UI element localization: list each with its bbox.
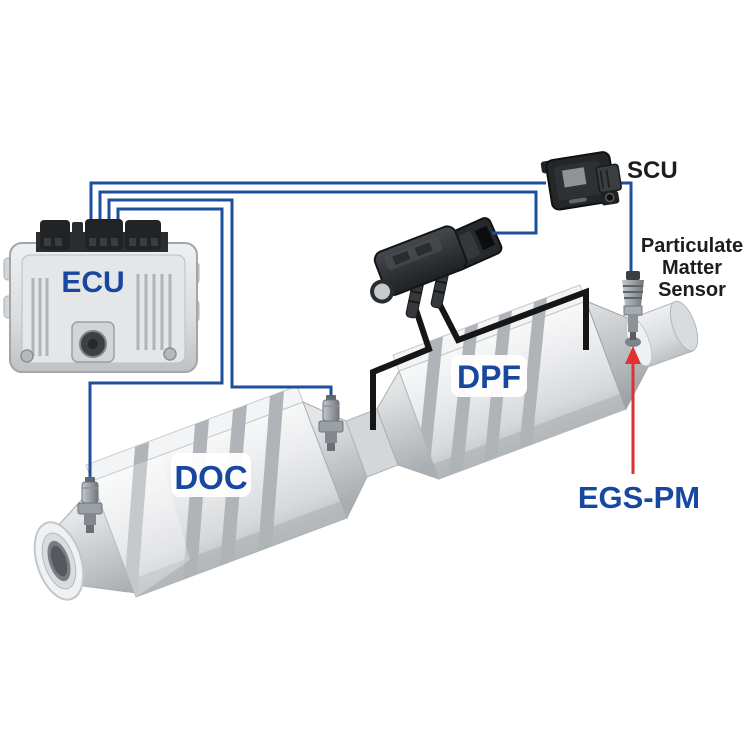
dpf-rib: [519, 297, 547, 450]
doc-rib: [123, 442, 149, 597]
temp-sensor-2: [318, 395, 344, 451]
pressure-sensor-mount-hole: [370, 279, 395, 304]
pressure-sensor: [370, 217, 503, 319]
ecu-label: ECU: [61, 266, 124, 299]
pressure-hose-downstream: [436, 287, 589, 350]
doc-bottom-shade: [130, 501, 347, 597]
ecu-connectors: [36, 219, 168, 252]
ecu-module: ECU: [3, 219, 200, 373]
inlet-flange: [33, 521, 85, 601]
ecu-right-ribs: [136, 274, 172, 350]
pressure-sensor-body: [373, 225, 468, 296]
dpf-bottom-shade: [433, 394, 626, 479]
svg-text:Sensor: Sensor: [658, 279, 726, 301]
doc-tag: DOC: [171, 453, 251, 497]
pm-sensor-boss: [625, 337, 641, 347]
pm-sensor-label: Particulate Matter Sensor: [641, 235, 743, 301]
wire-ecu-to-temp-sensor-1: [88, 207, 224, 478]
ecu-screw: [20, 349, 34, 363]
exhaust-assembly: [33, 284, 699, 601]
doc-highlight: [92, 456, 190, 597]
doc-label: DOC: [174, 459, 247, 496]
scu-module: [540, 151, 623, 211]
scu-label: SCU: [627, 157, 678, 184]
outlet-pipe-end-cap: [669, 300, 699, 352]
wire-ecu-to-scu: [89, 181, 546, 222]
wire-ecu-to-pressure-sensor: [98, 190, 538, 235]
scu-connector: [595, 163, 623, 194]
arrow-up-icon: [625, 346, 641, 474]
pm-sensor: [622, 271, 644, 340]
ecu-left-ribs: [31, 278, 49, 356]
doc-rib: [258, 391, 284, 552]
pressure-hose-upstream: [370, 309, 433, 430]
dpf-tag: DPF: [451, 355, 527, 397]
dpf-label: DPF: [457, 359, 521, 395]
egs-pm-label: EGS-PM: [578, 480, 700, 515]
wire-ecu-to-temp-sensor-2: [107, 198, 333, 397]
svg-text:Matter: Matter: [662, 257, 722, 279]
svg-text:Particulate: Particulate: [641, 235, 743, 257]
ecu-round-connector: [71, 321, 115, 363]
temp-sensor-1: [77, 477, 103, 533]
ecu-screw: [163, 347, 177, 361]
